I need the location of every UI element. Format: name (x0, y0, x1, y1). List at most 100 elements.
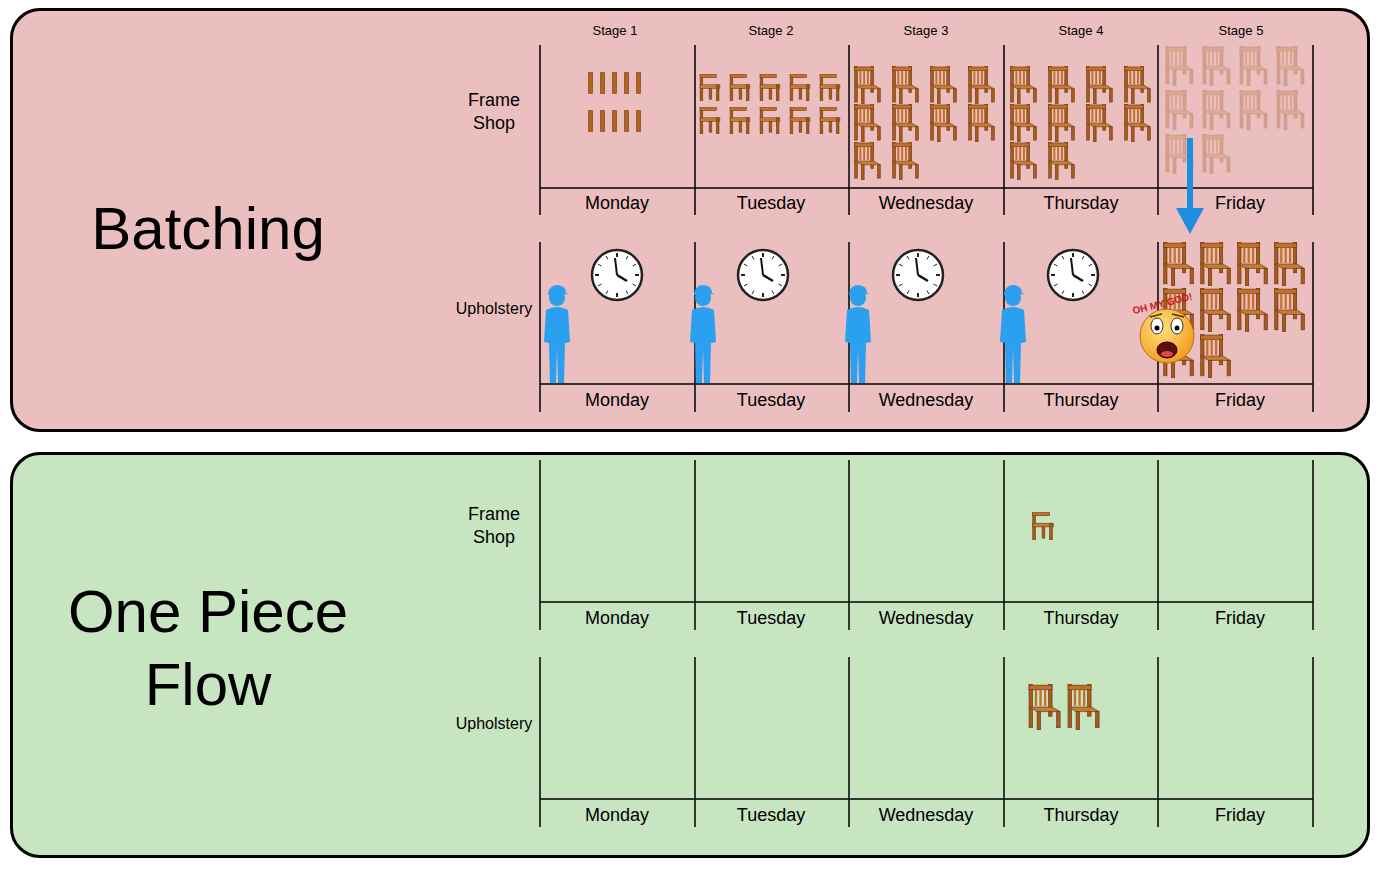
grid-line (1157, 45, 1159, 215)
chair-icons (589, 46, 1305, 730)
day-label: Monday (585, 804, 649, 827)
row-label: Frame Shop (449, 89, 539, 134)
chair-icon (1166, 46, 1193, 86)
label-holder: Stage 3 (904, 21, 949, 39)
label-holder: Tuesday (737, 607, 805, 630)
chair-icon (1240, 90, 1267, 130)
leg-icon (637, 72, 641, 94)
row-label: Upholstery (456, 299, 532, 319)
leg-icon (625, 110, 629, 132)
frame-icon (790, 107, 810, 134)
leg-icon (613, 72, 617, 94)
clock-icon (1048, 250, 1098, 300)
grid-line (1157, 657, 1159, 827)
leg-icon (613, 110, 617, 132)
frame-icon (760, 107, 780, 134)
panel: One Piece Flow (10, 452, 1370, 858)
day-label: Tuesday (737, 192, 805, 215)
chair-icon (1011, 104, 1037, 142)
label-holder: Wednesday (879, 804, 974, 827)
label-holder: Stage 5 (1219, 21, 1264, 39)
label-holder: Frame Shop (449, 89, 539, 134)
worker-icons (544, 285, 1026, 383)
stage-label: Stage 2 (749, 23, 794, 39)
label-holder: Monday (585, 804, 649, 827)
label-holder: Wednesday (879, 607, 974, 630)
day-label: Tuesday (737, 804, 805, 827)
frame-icon (730, 74, 750, 101)
chair-icon (931, 66, 957, 104)
label-holder: Upholstery (456, 299, 532, 319)
frame-icon (790, 74, 810, 101)
chair-icon (1049, 104, 1075, 142)
stage-label: Stage 5 (1219, 23, 1264, 39)
leg-icon (601, 72, 605, 94)
leg-icon (601, 110, 605, 132)
chair-icon (1011, 142, 1037, 180)
grid-line (540, 601, 1313, 603)
chair-icon (1068, 684, 1099, 730)
panel-fill (10, 8, 1370, 432)
row-label: Frame Shop (449, 503, 539, 548)
grid-line (540, 798, 1313, 800)
grid-line (694, 657, 696, 827)
label-holder: Thursday (1043, 389, 1118, 412)
chair-icon (855, 142, 881, 180)
chair-icon (1203, 90, 1230, 130)
chair-icon (855, 104, 881, 142)
day-label: Thursday (1043, 607, 1118, 630)
stage-label: Stage 3 (904, 23, 949, 39)
chair-icon (1011, 66, 1037, 104)
frame-icon (1033, 512, 1054, 540)
grid-line (848, 460, 850, 630)
grid-line (1003, 460, 1005, 630)
chair-icon (1238, 288, 1268, 332)
grid-line (540, 383, 1313, 385)
day-label: Thursday (1043, 192, 1118, 215)
day-label: Monday (585, 607, 649, 630)
stage-label: Stage 1 (593, 23, 638, 39)
day-label: Friday (1215, 389, 1265, 412)
chair-icon (931, 104, 957, 142)
frame-icon (700, 74, 720, 101)
label-holder: Stage 2 (749, 21, 794, 39)
grid-line (694, 460, 696, 630)
shocked-face (1140, 309, 1194, 363)
chair-icon (1164, 242, 1194, 286)
label-holder: Frame Shop (449, 503, 539, 548)
day-label: Monday (585, 192, 649, 215)
label-holder: Wednesday (879, 389, 974, 412)
grid-line (539, 460, 541, 630)
chair-icon (1203, 46, 1230, 86)
chair-icon (893, 104, 919, 142)
label-holder: Stage 4 (1059, 21, 1104, 39)
label-holder: Monday (585, 192, 649, 215)
label-holder: Wednesday (879, 192, 974, 215)
chair-icon (1049, 66, 1075, 104)
chair-icon (893, 66, 919, 104)
chair-icon (1277, 46, 1304, 86)
label-holder: Monday (585, 607, 649, 630)
grid-line (1003, 45, 1005, 215)
grid-line (539, 657, 541, 827)
grid-line (1312, 460, 1314, 630)
worker-icon (544, 285, 570, 383)
chair-icon (1275, 242, 1305, 286)
label-holder: Tuesday (737, 192, 805, 215)
day-label: Friday (1215, 804, 1265, 827)
day-label: Tuesday (737, 389, 805, 412)
chair-icon (1125, 66, 1151, 104)
label-holder: Tuesday (737, 389, 805, 412)
chair-icon (1238, 242, 1268, 286)
grid-line (539, 45, 541, 215)
chair-icon (1087, 104, 1113, 142)
chair-icon (855, 66, 881, 104)
chair-icon (1240, 46, 1267, 86)
frame-icon (700, 107, 720, 134)
day-label: Friday (1215, 192, 1265, 215)
grid-line (539, 242, 541, 412)
day-label: Wednesday (879, 192, 974, 215)
label-holder: Upholstery (456, 714, 532, 734)
frame-icon (820, 107, 840, 134)
leg-icon (589, 72, 593, 94)
